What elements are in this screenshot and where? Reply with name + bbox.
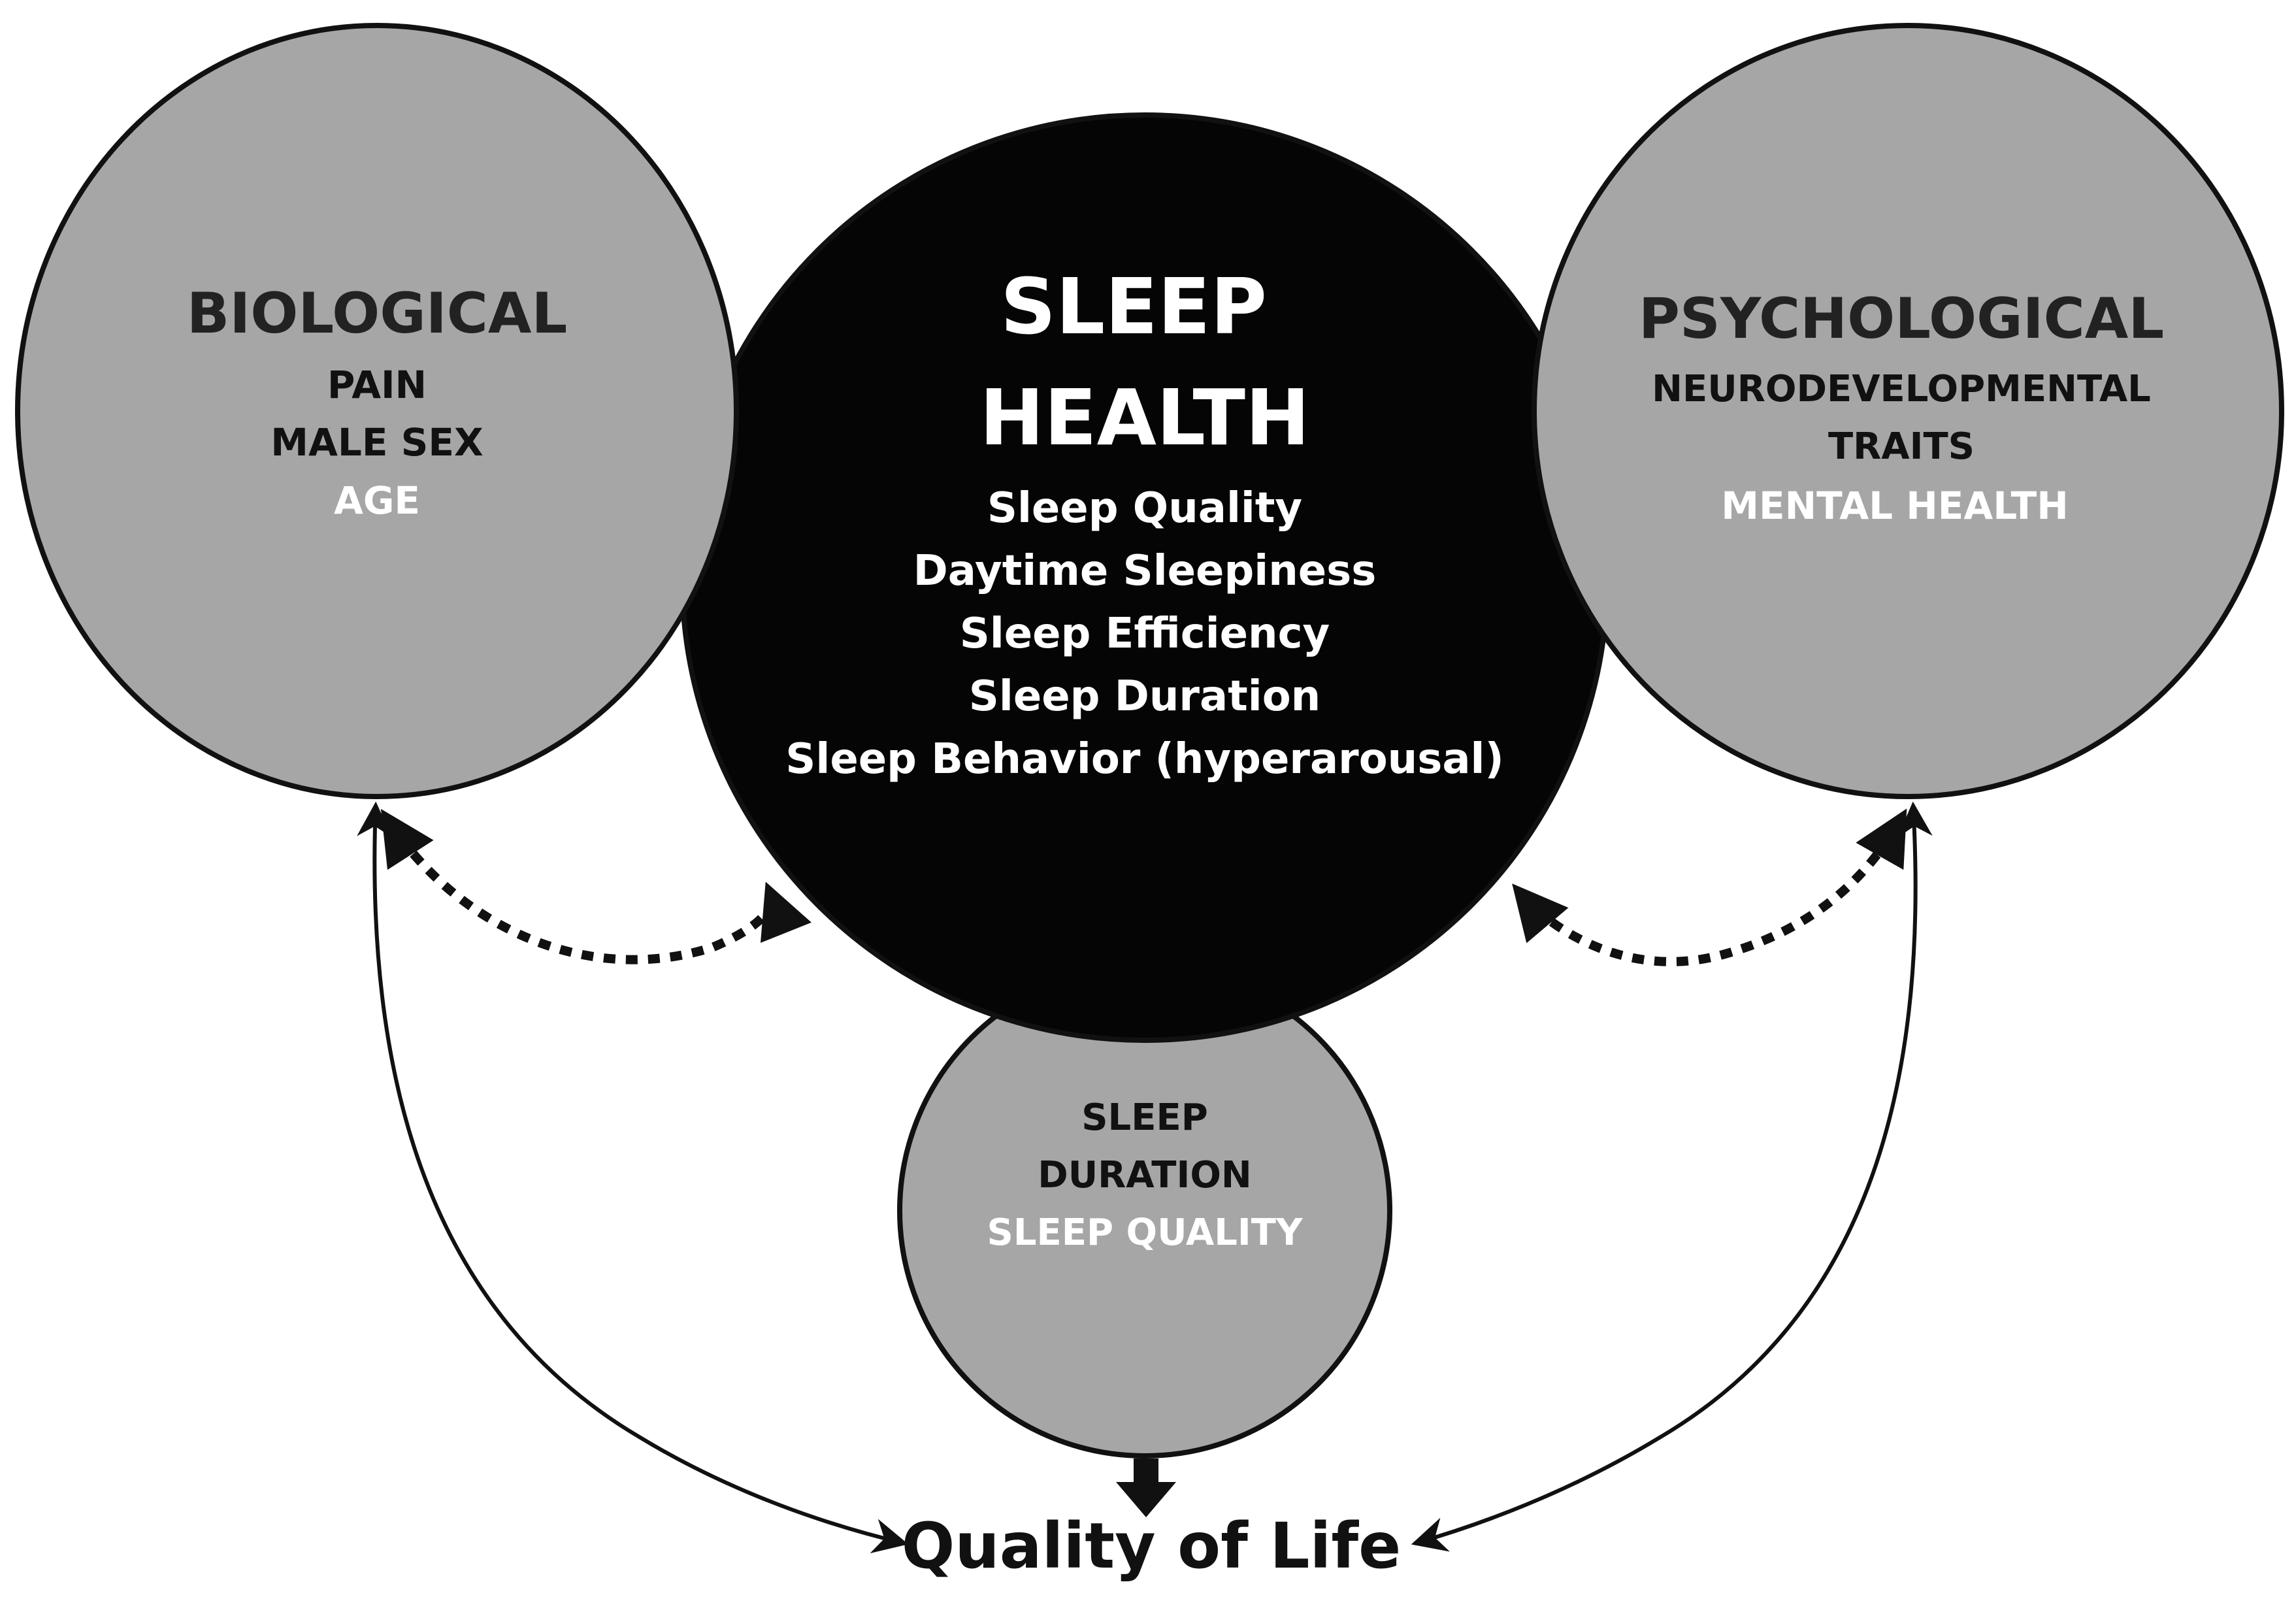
psychological-title: PSYCHOLOGICAL [1638,286,2165,352]
sleep-health-title-line1: SLEEP [1000,261,1267,352]
sleep-health-item: Sleep Behavior (hyperarousal) [785,735,1504,783]
psychological-item-traits: TRAITS [1828,425,1975,468]
sleep-health-item: Daytime Sleepiness [913,547,1377,595]
sleep-sub-item-duration: DURATION [1038,1154,1252,1196]
biological-item-male-sex: MALE SEX [271,420,484,465]
sleep-health-item: Sleep Efficiency [959,610,1330,658]
quality-of-life-label: Quality of Life [901,1509,1402,1583]
biological-qol-arrow [357,801,909,1554]
psychological-item-neurodevelopmental: NEURODEVELOPMENTAL [1652,368,2151,410]
sleep-sub-item-sleep-quality: SLEEP QUALITY [987,1211,1303,1254]
sleep-sub-qol-arrow [1116,1458,1176,1517]
biological-circle [15,23,739,799]
sleep-health-title-line2: HEALTH [979,372,1310,463]
psychological-qol-arrow [1411,801,1933,1552]
biological-item-pain: PAIN [327,363,427,407]
sleep-sub-item-sleep: SLEEP [1081,1096,1208,1139]
psychological-circle [1532,23,2284,799]
sleep-health-item: Sleep Quality [987,484,1303,533]
psychological-item-mental-health: MENTAL HEALTH [1721,484,2069,528]
psychological-sleep-dotted-arrow [1512,808,1907,966]
biological-title: BIOLOGICAL [186,281,568,346]
biological-sleep-dotted-arrow [380,808,812,964]
biological-item-age: AGE [333,478,421,523]
sleep-health-item: Sleep Duration [968,672,1321,721]
